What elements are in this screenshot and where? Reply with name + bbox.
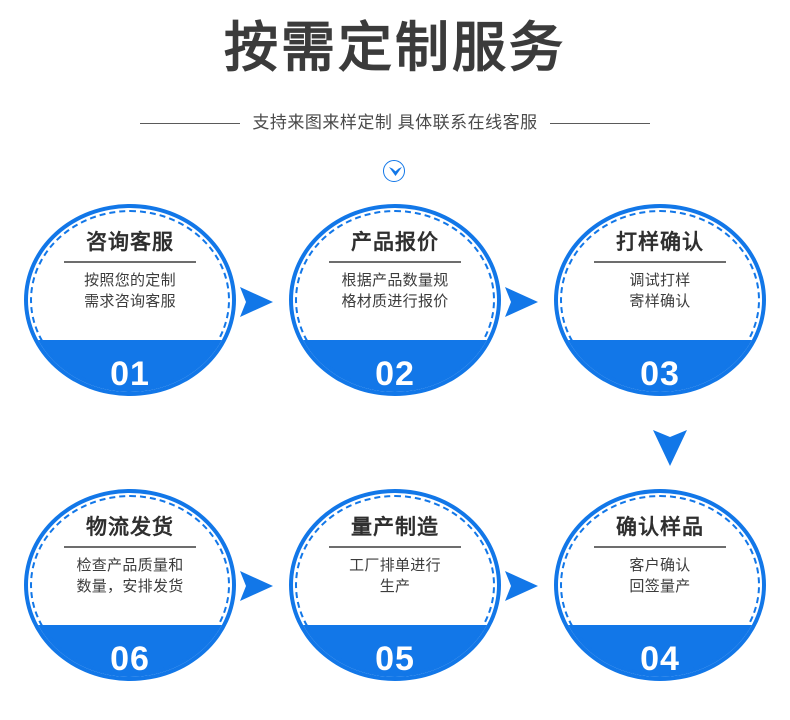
arrow-down-icon-03-04 — [653, 430, 687, 466]
chevron-down-icon[interactable] — [383, 160, 405, 182]
flow-step-05[interactable]: 量产制造 工厂排单进行 生产 05 — [289, 489, 501, 681]
flow-step-02[interactable]: 产品报价 根据产品数量规 格材质进行报价 02 — [289, 204, 501, 396]
subtitle-rule-right — [549, 122, 650, 124]
step-number-band — [293, 340, 497, 392]
page-subtitle: 支持来图来样定制 具体联系在线客服 — [252, 113, 538, 132]
step-description: 工厂排单进行 生产 — [349, 557, 441, 595]
step-description: 根据产品数量规 格材质进行报价 — [341, 272, 449, 310]
step-number-band — [293, 625, 497, 677]
step-circle — [554, 489, 766, 681]
step-divider — [64, 261, 196, 263]
step-number: 04 — [640, 640, 680, 678]
step-number-band — [558, 625, 762, 677]
flow-step-04[interactable]: 确认样品 客户确认 回签量产 04 — [554, 489, 766, 681]
step-title: 物流发货 — [86, 516, 174, 539]
step-number: 05 — [375, 640, 415, 678]
step-number-band — [558, 340, 762, 392]
step-title: 量产制造 — [351, 516, 439, 539]
subtitle-rule-left — [140, 122, 241, 124]
step-description: 客户确认 回签量产 — [629, 557, 691, 595]
step-content: 量产制造 工厂排单进行 生产 — [289, 489, 501, 681]
step-title: 打样确认 — [616, 231, 704, 254]
step-circle — [24, 489, 236, 681]
flow-step-03[interactable]: 打样确认 调试打样 寄样确认 03 — [554, 204, 766, 396]
step-circle — [289, 489, 501, 681]
step-number: 06 — [110, 640, 150, 678]
arrow-right-icon-02-03 — [505, 287, 538, 317]
step-content: 咨询客服 按照您的定制 需求咨询客服 — [24, 204, 236, 396]
arrow-right-icon-06-05 — [240, 571, 273, 601]
step-title: 咨询客服 — [86, 231, 174, 254]
step-content: 打样确认 调试打样 寄样确认 — [554, 204, 766, 396]
page-header: 按需定制服务 支持来图来样定制 具体联系在线客服 — [0, 0, 790, 150]
step-content: 产品报价 根据产品数量规 格材质进行报价 — [289, 204, 501, 396]
step-content: 确认样品 客户确认 回签量产 — [554, 489, 766, 681]
step-number: 01 — [110, 355, 150, 393]
step-title: 产品报价 — [351, 231, 439, 254]
step-divider — [594, 546, 726, 548]
arrow-right-icon-05-04 — [505, 571, 538, 601]
page-title: 按需定制服务 — [224, 18, 566, 78]
arrow-right-icon-01-02 — [240, 287, 273, 317]
step-divider — [329, 546, 461, 548]
step-number-band — [28, 340, 232, 392]
step-number-band — [28, 625, 232, 677]
flow-step-06[interactable]: 物流发货 检查产品质量和 数量，安排发货 06 — [24, 489, 236, 681]
step-description: 调试打样 寄样确认 — [629, 272, 691, 310]
step-title: 确认样品 — [616, 516, 704, 539]
step-divider — [594, 261, 726, 263]
step-circle — [554, 204, 766, 396]
step-description: 检查产品质量和 数量，安排发货 — [76, 557, 184, 595]
step-circle — [289, 204, 501, 396]
step-number: 02 — [375, 355, 415, 393]
step-divider — [329, 261, 461, 263]
step-circle — [24, 204, 236, 396]
step-number: 03 — [640, 355, 680, 393]
step-description: 按照您的定制 需求咨询客服 — [84, 272, 176, 310]
subtitle-row: 支持来图来样定制 具体联系在线客服 — [0, 108, 790, 138]
flow-step-01[interactable]: 咨询客服 按照您的定制 需求咨询客服 01 — [24, 204, 236, 396]
step-content: 物流发货 检查产品质量和 数量，安排发货 — [24, 489, 236, 681]
step-divider — [64, 546, 196, 548]
